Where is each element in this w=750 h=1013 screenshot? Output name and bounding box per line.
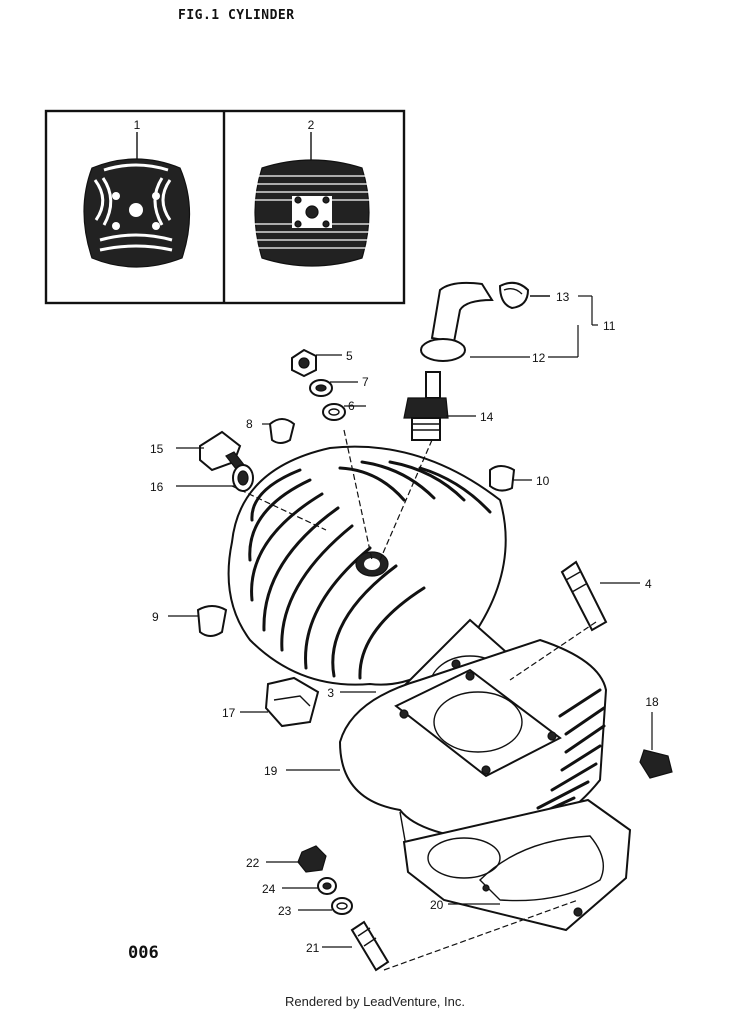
callout-2: 2 xyxy=(308,118,315,132)
footer-credit: Rendered by LeadVenture, Inc. xyxy=(285,994,465,1009)
callout-21: 21 xyxy=(306,941,320,955)
cylinder-head xyxy=(227,445,507,686)
callout-12: 12 xyxy=(532,351,546,365)
callout-18: 18 xyxy=(645,695,659,709)
leader-lines xyxy=(168,295,653,948)
figure-title: FIG.1 CYLINDER xyxy=(178,8,295,23)
callout-9: 9 xyxy=(152,610,159,624)
callout-7: 7 xyxy=(362,375,369,389)
callout-20: 20 xyxy=(430,898,444,912)
spark-plug xyxy=(403,371,449,441)
callout-15: 15 xyxy=(150,442,164,456)
callout-17: 17 xyxy=(222,706,236,720)
callout-1: 1 xyxy=(134,118,141,132)
head-variants-inset xyxy=(44,109,406,305)
callout-4: 4 xyxy=(645,577,652,591)
cylinder-head-variant-2 xyxy=(254,159,370,267)
callout-23: 23 xyxy=(278,904,292,918)
cylinder-head-variant-1 xyxy=(83,158,191,268)
callout-labels: 1 2 3 4 5 6 7 8 9 10 11 12 13 14 15 16 1… xyxy=(134,118,659,955)
callout-19: 19 xyxy=(264,764,278,778)
callout-10: 10 xyxy=(536,474,550,488)
callout-11: 11 xyxy=(603,319,616,333)
alignment-lines xyxy=(231,429,597,971)
callout-14: 14 xyxy=(480,410,494,424)
callout-16: 16 xyxy=(150,480,164,494)
base-gasket xyxy=(402,798,632,932)
callout-22: 22 xyxy=(246,856,260,870)
callout-8: 8 xyxy=(246,417,253,431)
callout-24: 24 xyxy=(262,882,276,896)
callout-13: 13 xyxy=(556,290,570,304)
spark-plug-cap xyxy=(420,281,550,362)
small-hardware xyxy=(196,348,673,972)
callout-5: 5 xyxy=(346,349,353,363)
page-number: 006 xyxy=(128,943,159,963)
callout-3: 3 xyxy=(327,686,334,700)
callout-6: 6 xyxy=(348,399,355,413)
